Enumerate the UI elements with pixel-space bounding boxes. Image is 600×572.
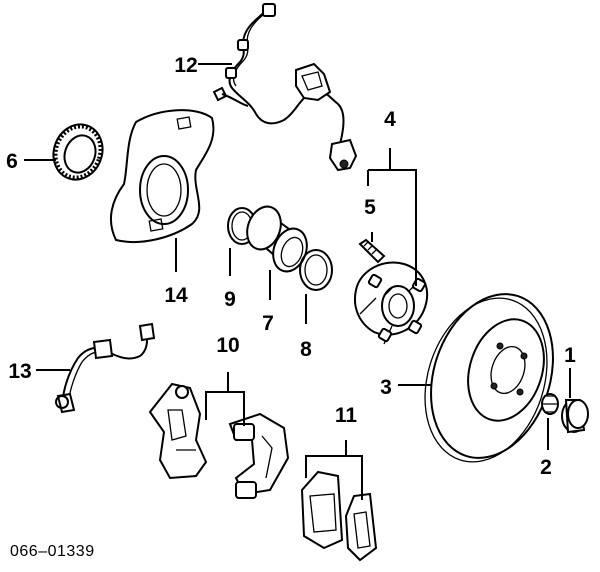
abs-sensor-wire — [212, 3, 358, 172]
label-part-11: 11 — [335, 404, 358, 427]
label-part-8: 8 — [300, 338, 312, 361]
label-part-2: 2 — [540, 456, 552, 479]
label-part-1: 1 — [564, 344, 576, 367]
wheel-hub — [354, 261, 429, 345]
brake-rotor — [424, 293, 554, 463]
lug-nut — [541, 393, 559, 415]
hub-cap — [561, 399, 589, 434]
brake-hose — [55, 322, 156, 414]
tone-ring — [52, 123, 104, 181]
figure-code: 066–01339 — [10, 543, 95, 560]
brake-pads — [300, 470, 378, 562]
caliper-piston — [246, 205, 308, 273]
dust-shield — [109, 109, 215, 243]
label-part-12: 12 — [174, 54, 197, 77]
label-part-7: 7 — [262, 312, 274, 335]
leader-lines — [24, 63, 571, 500]
label-part-4: 4 — [384, 108, 396, 131]
label-part-14: 14 — [164, 284, 188, 307]
wheel-stud — [358, 238, 386, 264]
label-part-13: 13 — [8, 360, 31, 383]
part-number-labels: 1 2 3 4 5 6 7 8 9 10 11 12 13 14 — [6, 54, 576, 479]
brake-caliper — [148, 382, 290, 499]
label-part-6: 6 — [6, 150, 18, 173]
label-part-3: 3 — [380, 376, 392, 399]
label-part-9: 9 — [224, 288, 236, 311]
piston-seal — [299, 249, 333, 291]
label-part-10: 10 — [216, 334, 239, 357]
label-part-5: 5 — [364, 196, 376, 219]
